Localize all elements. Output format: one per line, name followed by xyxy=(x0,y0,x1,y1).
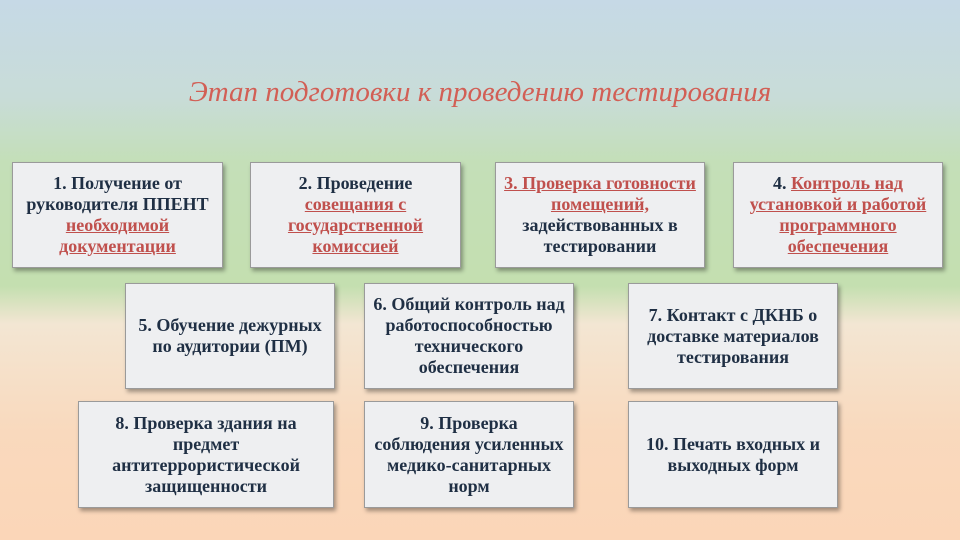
step-text-highlight: необходимой документации xyxy=(59,215,176,256)
step-box-6: 6. Общий контроль над работоспособностью… xyxy=(364,283,574,389)
step-text-segment: 8. Проверка здания на предмет антитеррор… xyxy=(112,412,300,496)
step-text: 2. Проведение совещания с государственно… xyxy=(257,173,454,257)
step-text-highlight: 3. Проверка готовности помещений, xyxy=(504,173,696,214)
step-box-1: 1. Получение от руководителя ППЕНТ необх… xyxy=(12,162,223,268)
step-box-2: 2. Проведение совещания с государственно… xyxy=(250,162,461,268)
step-text-highlight: совещания с государственной комиссией xyxy=(287,194,424,256)
step-text-segment: 2. Проведение xyxy=(298,173,413,193)
step-text-segment: 10. Печать входных и выходных форм xyxy=(645,433,820,475)
step-text: 1. Получение от руководителя ППЕНТ необх… xyxy=(19,173,216,257)
step-text: 5. Обучение дежурных по аудитории (ПМ) xyxy=(132,315,328,357)
step-box-8: 8. Проверка здания на предмет антитеррор… xyxy=(78,401,334,508)
step-box-4: 4. Контроль над установкой и работой про… xyxy=(733,162,943,268)
slide-title: Этап подготовки к проведению тестировани… xyxy=(188,76,772,108)
step-box-10: 10. Печать входных и выходных форм xyxy=(628,401,838,508)
step-text: 4. Контроль над установкой и работой про… xyxy=(740,173,936,257)
step-text: 7. Контакт с ДКНБ о доставке материалов … xyxy=(635,305,831,368)
step-text: 9. Проверка соблюдения усиленных медико-… xyxy=(371,413,567,497)
step-text-segment: 4. xyxy=(773,173,792,193)
step-box-3: 3. Проверка готовности помещений, задейс… xyxy=(495,162,705,268)
step-text: 8. Проверка здания на предмет антитеррор… xyxy=(85,413,327,497)
step-text-segment: 1. Получение от руководителя ППЕНТ xyxy=(26,173,209,214)
step-text-segment: 5. Обучение дежурных по аудитории (ПМ) xyxy=(138,315,322,356)
step-text: 10. Печать входных и выходных форм xyxy=(635,434,831,476)
step-text-segment: задействованных в тестировании xyxy=(522,215,678,256)
step-box-5: 5. Обучение дежурных по аудитории (ПМ) xyxy=(125,283,335,389)
step-text-highlight: Контроль над установкой и работой програ… xyxy=(749,173,927,256)
step-text-segment: 6. Общий контроль над работоспособностью… xyxy=(373,294,565,377)
step-box-7: 7. Контакт с ДКНБ о доставке материалов … xyxy=(628,283,838,389)
step-text-segment: 9. Проверка соблюдения усиленных медико-… xyxy=(374,412,564,496)
step-box-9: 9. Проверка соблюдения усиленных медико-… xyxy=(364,401,574,508)
step-text: 6. Общий контроль над работоспособностью… xyxy=(371,294,567,378)
step-text-segment: 7. Контакт с ДКНБ о доставке материалов … xyxy=(647,304,819,367)
step-text: 3. Проверка готовности помещений, задейс… xyxy=(502,173,698,257)
